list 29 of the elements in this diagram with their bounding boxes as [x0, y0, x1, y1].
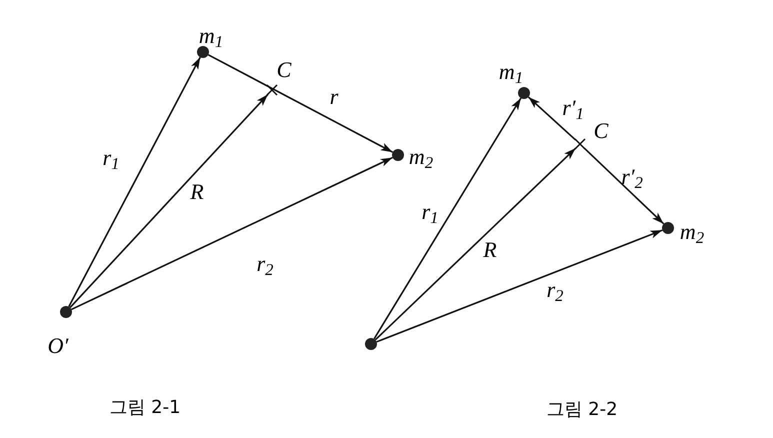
arrow: [374, 148, 576, 340]
edge-label: R: [483, 239, 497, 261]
arrow: [528, 96, 576, 141]
point-label: m$_{2}$: [680, 221, 704, 243]
figure-caption: 그림 2-1: [109, 399, 181, 417]
point-label: C: [276, 59, 292, 81]
cross-mark: [266, 84, 278, 96]
edge-label: r$_{1}$: [422, 201, 438, 223]
edge-label: r: [330, 86, 338, 108]
arrow: [584, 148, 664, 224]
edge-label: r$_{2}$: [256, 253, 274, 275]
edge-label: r$_{2}$: [546, 279, 564, 301]
edge-label: r$_{1}$: [102, 147, 120, 169]
figure-caption: 그림 2-2: [546, 401, 618, 419]
point-label: m$_{1}$: [198, 25, 224, 47]
arrow: [373, 98, 522, 340]
point-label: m$_{2}$: [408, 146, 434, 168]
arrow: [71, 156, 393, 310]
point-label: C: [594, 120, 608, 142]
arrow: [208, 54, 394, 153]
arrow: [70, 94, 268, 308]
edge-label: r′$_{1}$: [562, 97, 584, 119]
point-label: m$_{1}$: [498, 61, 524, 83]
edge-label: r′$_{2}$: [621, 166, 643, 188]
arrow: [376, 229, 663, 343]
point-label: O′: [48, 335, 68, 357]
arrow: [68, 56, 201, 308]
cross-mark: [574, 138, 586, 150]
edge-label: R: [190, 181, 204, 203]
